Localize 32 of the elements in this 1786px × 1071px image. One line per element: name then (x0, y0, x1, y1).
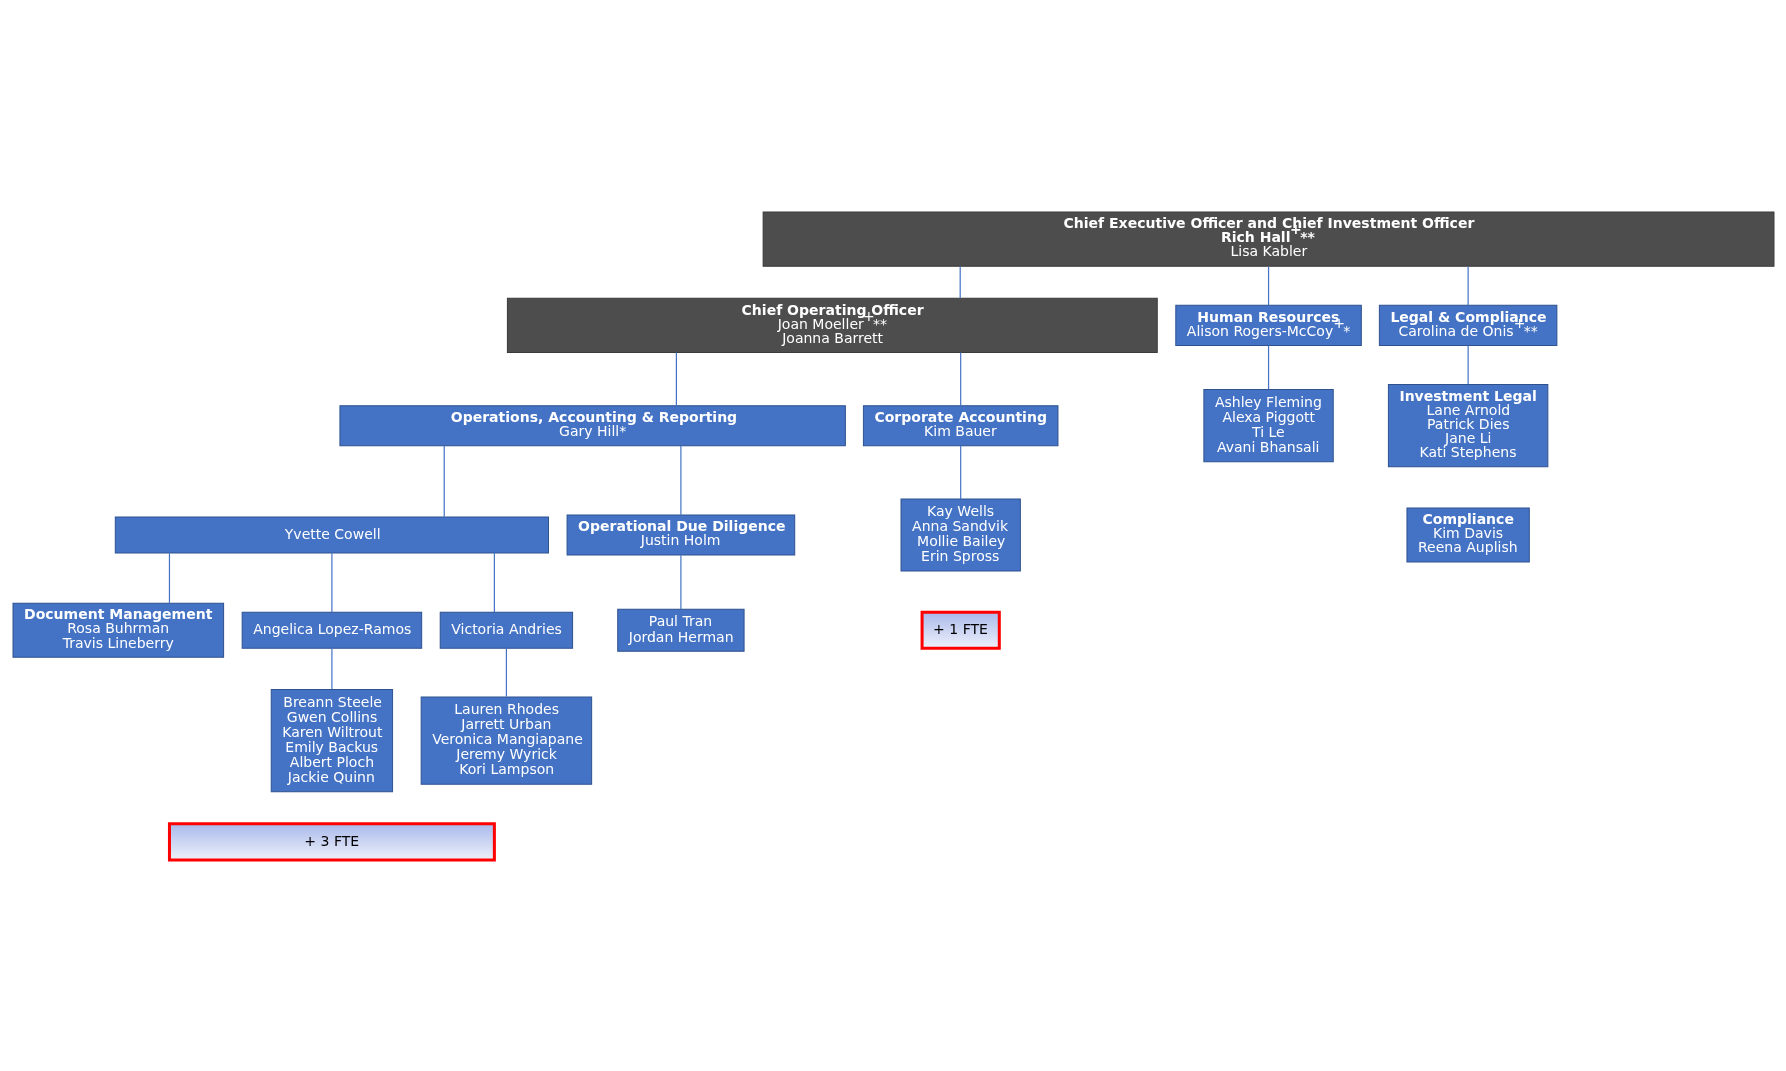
connector (505, 647, 507, 697)
node-box: Compliance Kim Davis Reena Auplish (1405, 506, 1530, 563)
connector (959, 265, 961, 299)
node-box: Breann Steele Gwen Collins Karen Wiltrout Emily Backus Albert Ploch Jackie Quinn (270, 688, 393, 792)
connector (675, 351, 677, 406)
connector (493, 552, 495, 613)
node-box: Kay Wells Anna Sandvik Mollie Bailey Erin Spross (900, 497, 1021, 572)
connector (443, 444, 445, 517)
node-box: Document Management Rosa Buhrman Travis Lineberry (12, 602, 224, 658)
connector (1467, 265, 1469, 306)
connector (679, 444, 681, 515)
node-box: Corporate Accounting Kim Bauer (862, 404, 1058, 446)
node-box: Operations, Accounting & Reporting Gary Hill* (338, 404, 846, 446)
node-box: + 1 FTE (920, 610, 1001, 650)
connector (679, 554, 681, 610)
connector (1467, 344, 1469, 385)
node-box: Victoria Andries (439, 611, 573, 649)
node-box: + 3 FTE (167, 821, 496, 861)
node-box: Lauren Rhodes Jarrett Urban Veronica Mangiapane Jeremy Wyrick Kori Lampson (420, 695, 592, 785)
connector (1267, 344, 1269, 390)
connector (330, 552, 332, 613)
connector (168, 552, 170, 604)
connector (959, 444, 961, 499)
connector (1267, 265, 1269, 306)
node-box: Angelica Lopez-Ramos (241, 611, 422, 649)
node-box: Ashley Fleming Alexa Piggott Ti Le Avani Bhansali (1202, 388, 1334, 462)
node-box: Yvette Cowell (114, 515, 549, 554)
node-box: Investment Legal Lane Arnold Patrick Dies Jane Li Kati Stephens (1387, 383, 1548, 467)
node-box: Paul Tran Jordan Herman (616, 608, 745, 652)
connector (330, 647, 332, 690)
connector (959, 351, 961, 406)
node-box: Operational Due Diligence Justin Holm (566, 513, 795, 556)
